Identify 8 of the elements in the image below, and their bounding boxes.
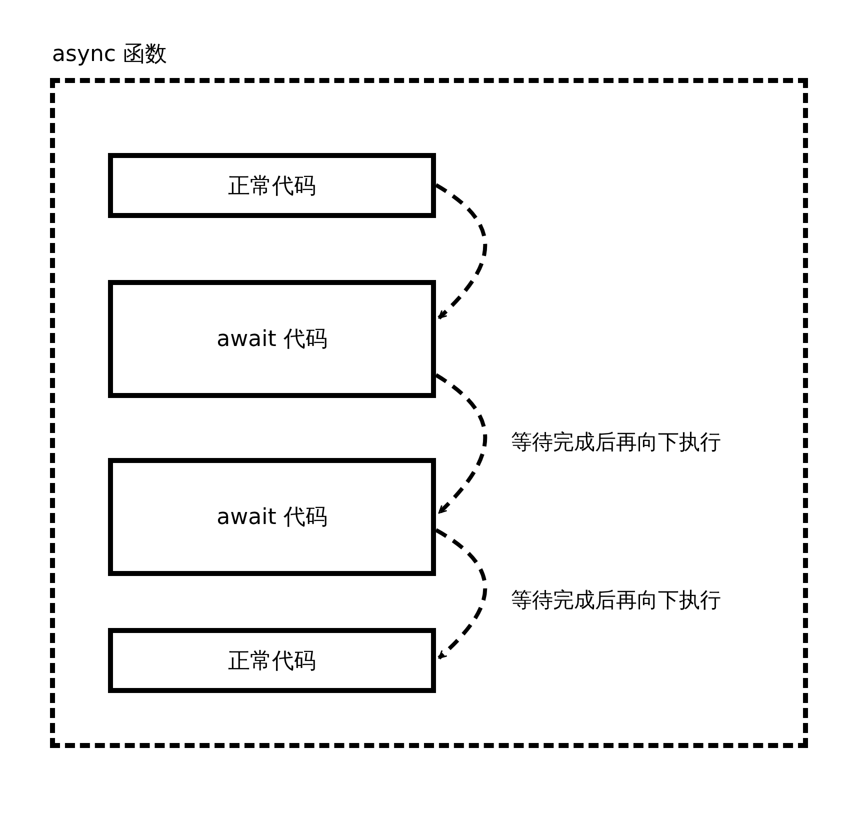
arrow [434,183,488,320]
code-box: await 代码 [108,280,436,398]
code-box: 正常代码 [108,628,436,693]
code-box: 正常代码 [108,153,436,218]
arrow [434,528,488,660]
code-box: await 代码 [108,458,436,576]
frame-title: async 函数 [52,41,167,69]
arrow [434,373,488,514]
